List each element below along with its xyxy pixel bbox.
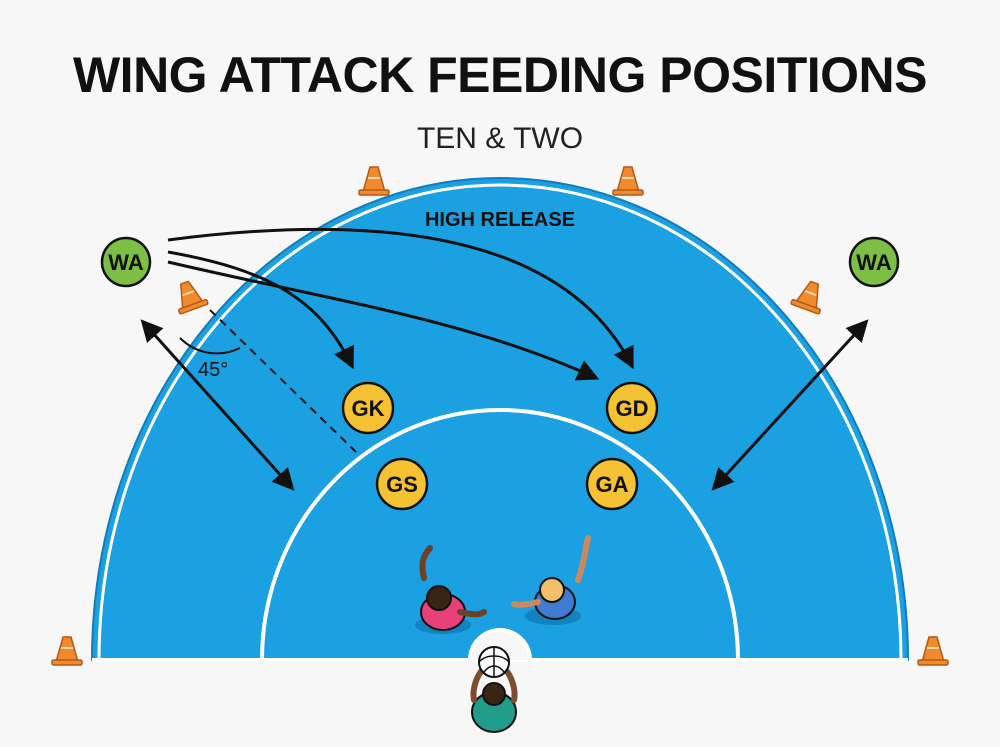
- player-marker-ga: GA: [585, 457, 639, 511]
- cone-icon: [612, 166, 644, 196]
- svg-text:GS: GS: [386, 472, 418, 497]
- svg-text:GK: GK: [352, 396, 385, 421]
- pass-arrow-to-gd-low: [167, 260, 600, 381]
- player-marker-gk: GK: [341, 381, 395, 435]
- page-title: WING ATTACK FEEDING POSITIONS: [73, 47, 927, 103]
- player-marker-wa-right: WA: [848, 236, 900, 288]
- cone-icon: [51, 636, 83, 666]
- angle-label: 45°: [198, 359, 228, 381]
- player-marker-wa-left: WA: [100, 236, 152, 288]
- cone-icon: [917, 636, 949, 666]
- high-release-label: HIGH RELEASE: [425, 209, 575, 231]
- netball-icon: [478, 646, 510, 678]
- pass-arrow-to-gk: [167, 250, 354, 370]
- player-topdown-icon: [511, 535, 591, 625]
- goal-circle-line: [260, 408, 740, 661]
- player-topdown-icon: [415, 545, 487, 634]
- cone-icon: [169, 276, 210, 316]
- pass-arrow-to-gd-high: [167, 227, 634, 370]
- svg-text:WA: WA: [856, 250, 892, 275]
- page-subtitle: TEN & TWO: [417, 122, 583, 155]
- player-marker-gs: GS: [375, 457, 429, 511]
- player-marker-gd: GD: [605, 381, 659, 435]
- cone-icon: [358, 166, 390, 196]
- svg-text:GD: GD: [616, 396, 649, 421]
- cone-icon: [789, 276, 830, 316]
- right-wing-movement-arrow: [711, 319, 869, 491]
- left-wing-movement-arrow: [140, 319, 295, 491]
- player-topdown-icon: [470, 665, 518, 733]
- angle-arc: [179, 337, 241, 355]
- svg-text:WA: WA: [108, 250, 144, 275]
- svg-text:GA: GA: [596, 472, 629, 497]
- angle-guide-line: [209, 309, 357, 453]
- shooting-area: [90, 177, 910, 661]
